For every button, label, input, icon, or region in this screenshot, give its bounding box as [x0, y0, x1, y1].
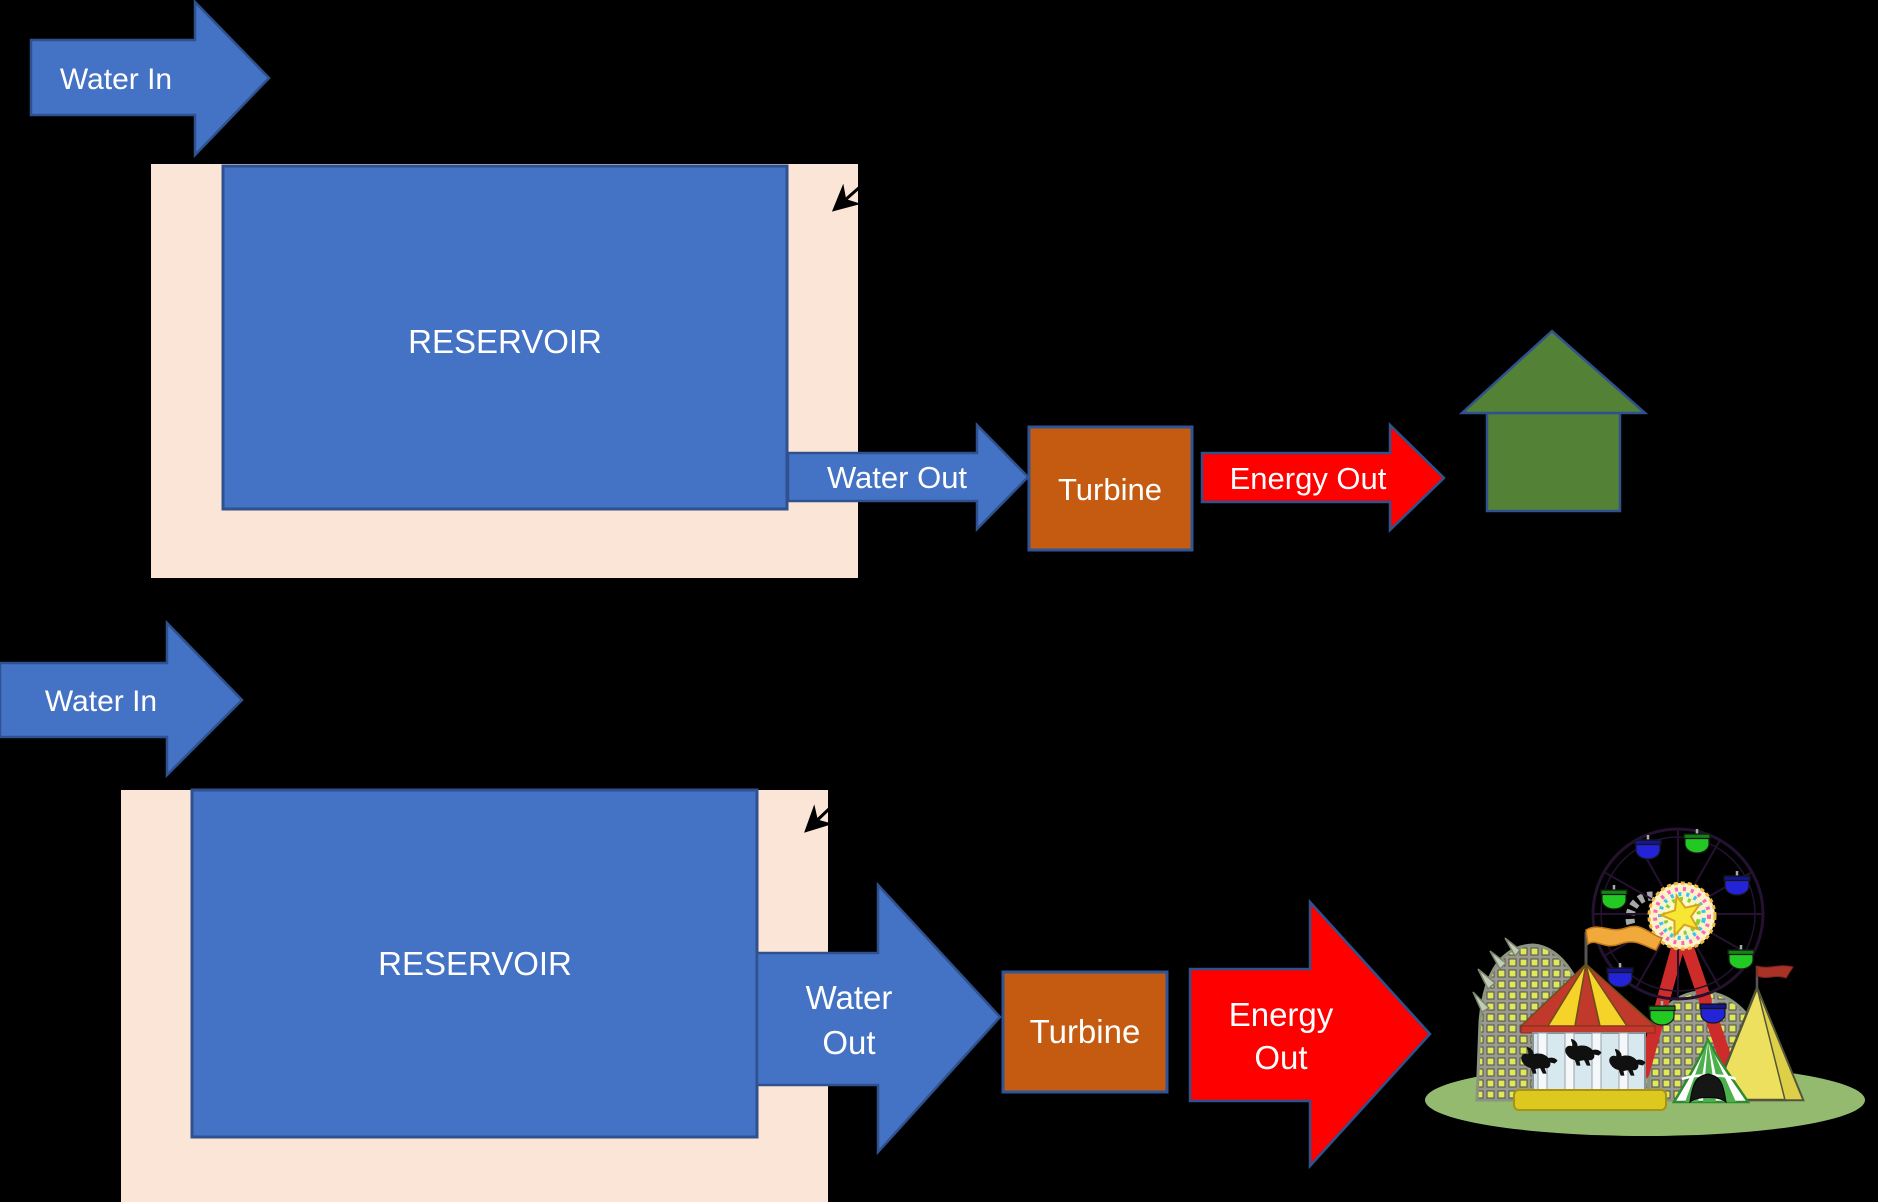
reservoir-label: RESERVOIR [408, 323, 602, 360]
reservoir [221, 164, 789, 511]
water-out-label: Water Out [827, 460, 967, 495]
star-icon [1658, 893, 1702, 939]
ferris-wheel-hub [1647, 881, 1717, 951]
house-body [1485, 411, 1622, 513]
dam-wall-arrow [831, 183, 862, 212]
dam-wall-arrow [804, 804, 833, 833]
water-out-label-line2: Out [822, 1024, 875, 1061]
water-in-arrow [29, 0, 271, 159]
water-out-arrow [786, 421, 1030, 533]
carousel-roof [1519, 963, 1657, 1027]
bottom-system: Water In RESERVOIR Water Out Turbine Ene… [0, 619, 1865, 1202]
ferris-wheel-icon [1591, 827, 1765, 1080]
energy-out-arrow [1200, 422, 1446, 533]
water-out-label-line1: Water [806, 979, 893, 1016]
gondola-icon [1726, 943, 1756, 971]
energy-out-label: Energy Out [1230, 461, 1387, 496]
green-tent-icon [1671, 1037, 1751, 1104]
energy-out-arrow [1188, 898, 1432, 1170]
carousel-icon [1513, 925, 1667, 1111]
tent-entrance [1689, 1073, 1727, 1104]
energy-out-label-line2: Out [1254, 1039, 1307, 1076]
yellow-tent-icon [1710, 965, 1805, 1102]
amusement-park-icon [1425, 827, 1865, 1136]
banner-icon [1585, 925, 1664, 951]
water-in-label: Water In [45, 685, 157, 718]
turbine-box [1027, 425, 1194, 552]
turbine-label: Turbine [1030, 1013, 1141, 1050]
water-out-arrow [755, 881, 1002, 1156]
turbine-box [1001, 970, 1169, 1094]
water-in-arrow [0, 619, 244, 779]
reservoir-label: RESERVOIR [378, 945, 572, 982]
top-system: Water In RESERVOIR Water Out Turbine Ene… [29, 0, 1649, 578]
carousel-platform [1513, 1089, 1667, 1111]
water-in-label: Water In [60, 63, 172, 96]
turbine-label: Turbine [1058, 472, 1162, 507]
house-roof [1458, 329, 1649, 415]
energy-out-label-line1: Energy [1229, 996, 1334, 1033]
reservoir [190, 788, 759, 1139]
house-icon [1458, 329, 1649, 513]
flag-icon [1756, 965, 1794, 979]
